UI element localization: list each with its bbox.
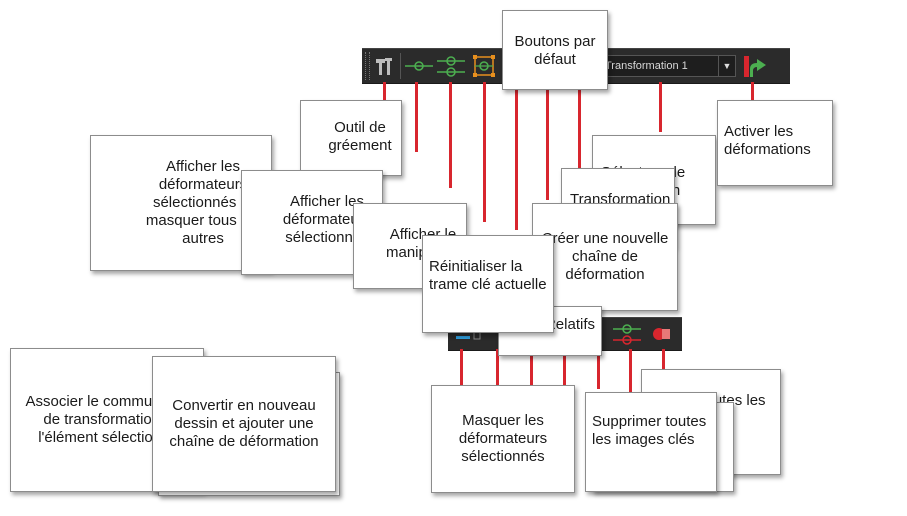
- delete-keyframes-icon[interactable]: [612, 321, 642, 347]
- callout-text: Activer les déformations: [724, 123, 811, 158]
- show-manipulator-icon[interactable]: [472, 54, 496, 78]
- callout-delete-keyframes: Supprimer toutes les images clés: [585, 392, 717, 492]
- callout-text: Boutons par défaut: [514, 33, 596, 68]
- callout-default-buttons: Boutons par défaut: [502, 10, 608, 90]
- callout-line: [449, 82, 452, 188]
- callout-convert-drawing: Convertir en nouveau dessin et ajouter u…: [152, 356, 336, 492]
- callout-line: [515, 88, 518, 230]
- show-selected-deformers-only-icon[interactable]: [436, 53, 466, 79]
- callout-reset-keyframe: Réinitialiser la trame clé actuelle: [422, 235, 554, 333]
- callout-line: [563, 349, 566, 385]
- callout-hide-selected: Masquer les déformateurs sélectionnés: [431, 385, 575, 493]
- callout-line: [659, 82, 662, 132]
- deformation-chain-dropdown[interactable]: Transformation 1 ▼: [600, 55, 736, 77]
- toolbar-grip[interactable]: [365, 52, 370, 80]
- callout-text: Afficher les déformateurs sélectionnés: [282, 193, 372, 246]
- callout-enable-deformations: Activer les déformations: [717, 100, 833, 186]
- callout-text: Créer une nouvelle chaîne de déformation: [541, 230, 669, 283]
- callout-text: Associer le commutateur de transformatio…: [25, 393, 191, 446]
- rigging-tool-icon[interactable]: [374, 55, 396, 77]
- callout-line: [578, 88, 581, 170]
- toolbar-separator: [400, 53, 401, 79]
- callout-line: [530, 349, 533, 385]
- callout-create-chain: Créer une nouvelle chaîne de déformation: [532, 203, 678, 311]
- dropdown-value: Transformation 1: [605, 60, 688, 72]
- callout-line: [383, 82, 386, 100]
- callout-line: [415, 82, 418, 152]
- callout-text: Supprimer toutes les images clés: [592, 413, 707, 448]
- callout-text: Afficher les déformateurs sélectionnés e…: [145, 158, 261, 247]
- callout-line: [460, 349, 463, 385]
- callout-line: [546, 88, 549, 200]
- callout-line: [629, 349, 632, 393]
- callout-line: [483, 82, 486, 222]
- callout-line: [597, 349, 600, 389]
- callout-text: Réinitialiser la trame clé actuelle: [429, 258, 547, 293]
- callout-rigging-tool: Outil de gréement: [300, 100, 402, 176]
- chevron-down-icon[interactable]: ▼: [718, 56, 735, 76]
- enable-deformations-icon[interactable]: [742, 53, 768, 79]
- callout-text: Masquer les déformateurs sélectionnés: [458, 412, 548, 465]
- callout-line: [751, 82, 754, 100]
- callout-text: Outil de gréement: [328, 119, 392, 154]
- callout-line: [662, 349, 665, 369]
- callout-text: Relatifs: [544, 316, 595, 333]
- callout-line: [496, 349, 499, 385]
- callout-text: Convertir en nouveau dessin et ajouter u…: [169, 397, 319, 450]
- record-icon[interactable]: [650, 325, 672, 343]
- show-selected-deformers-icon[interactable]: [404, 55, 434, 77]
